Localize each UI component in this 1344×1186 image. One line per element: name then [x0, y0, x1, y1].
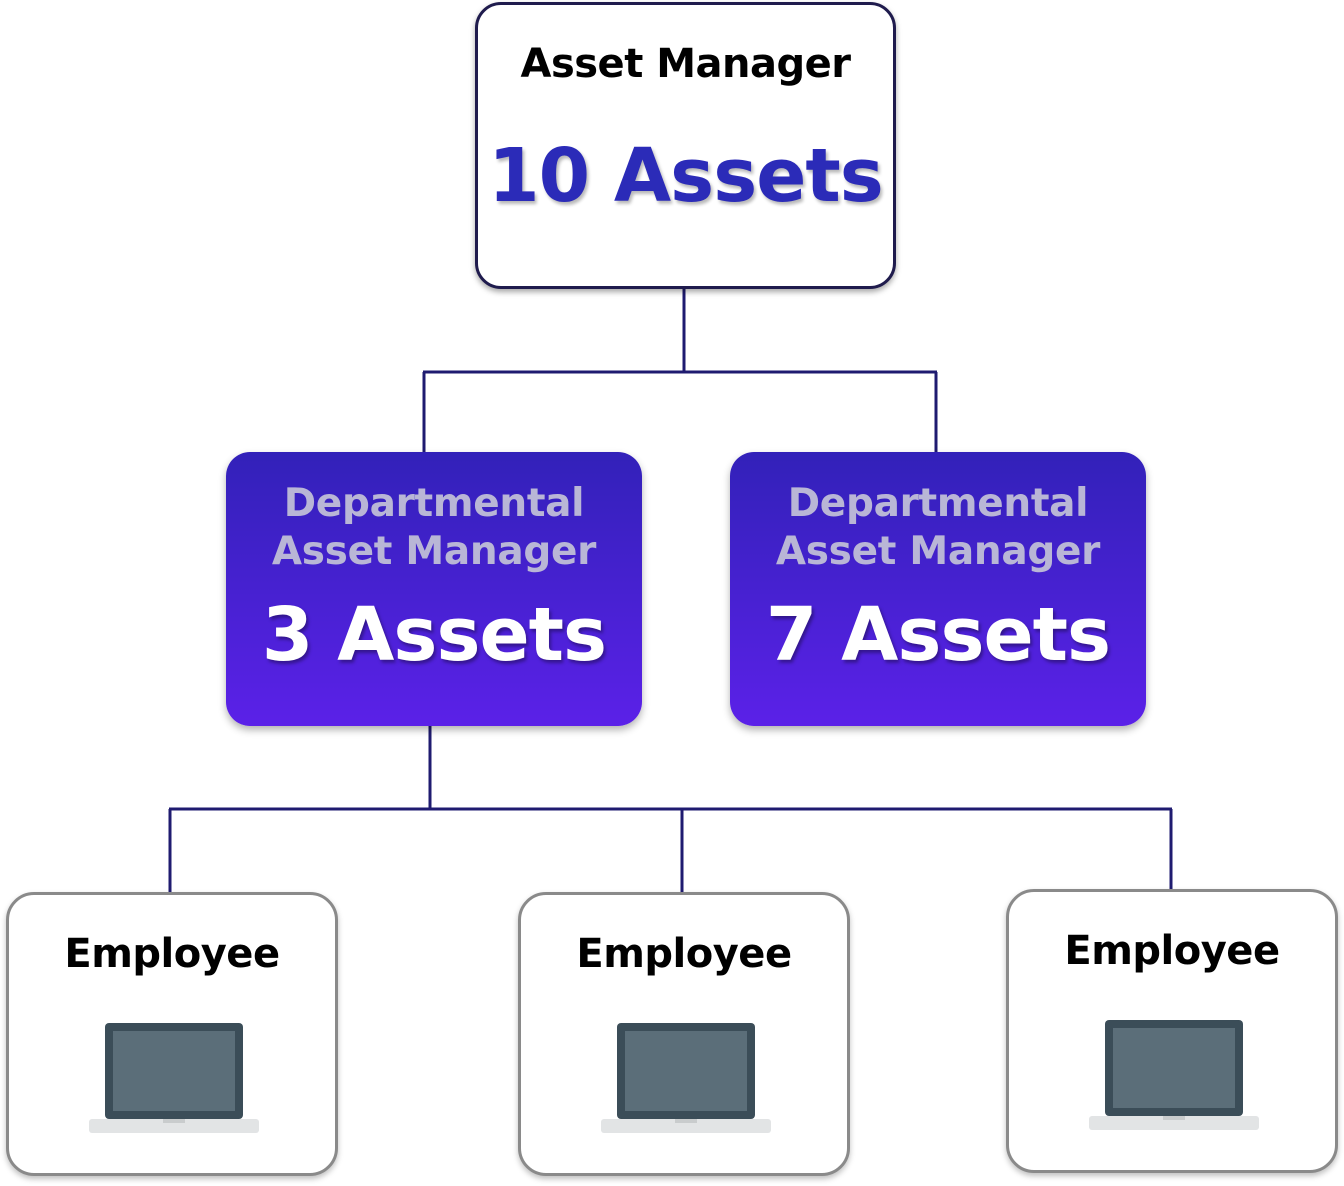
employee-label: Employee	[576, 931, 792, 977]
department-node-right: Departmental Asset Manager 7 Assets	[730, 452, 1146, 726]
laptop-icon	[89, 1023, 259, 1133]
asset-manager-node: Asset Manager 10 Assets	[475, 2, 896, 289]
department-label: Departmental Asset Manager	[271, 481, 597, 574]
department-count: 7 Assets	[765, 592, 1111, 678]
employee-label: Employee	[64, 931, 280, 977]
department-node-left: Departmental Asset Manager 3 Assets	[226, 452, 642, 726]
department-label: Departmental Asset Manager	[775, 481, 1101, 574]
employee-node-1: Employee	[6, 892, 338, 1176]
employee-node-2: Employee	[518, 892, 850, 1176]
department-count: 3 Assets	[261, 592, 607, 678]
laptop-icon	[601, 1023, 771, 1133]
employee-label: Employee	[1064, 928, 1280, 974]
employee-node-3: Employee	[1006, 889, 1338, 1173]
laptop-icon	[1089, 1020, 1259, 1130]
asset-manager-label: Asset Manager	[520, 41, 851, 87]
asset-manager-count: 10 Assets	[488, 133, 884, 219]
